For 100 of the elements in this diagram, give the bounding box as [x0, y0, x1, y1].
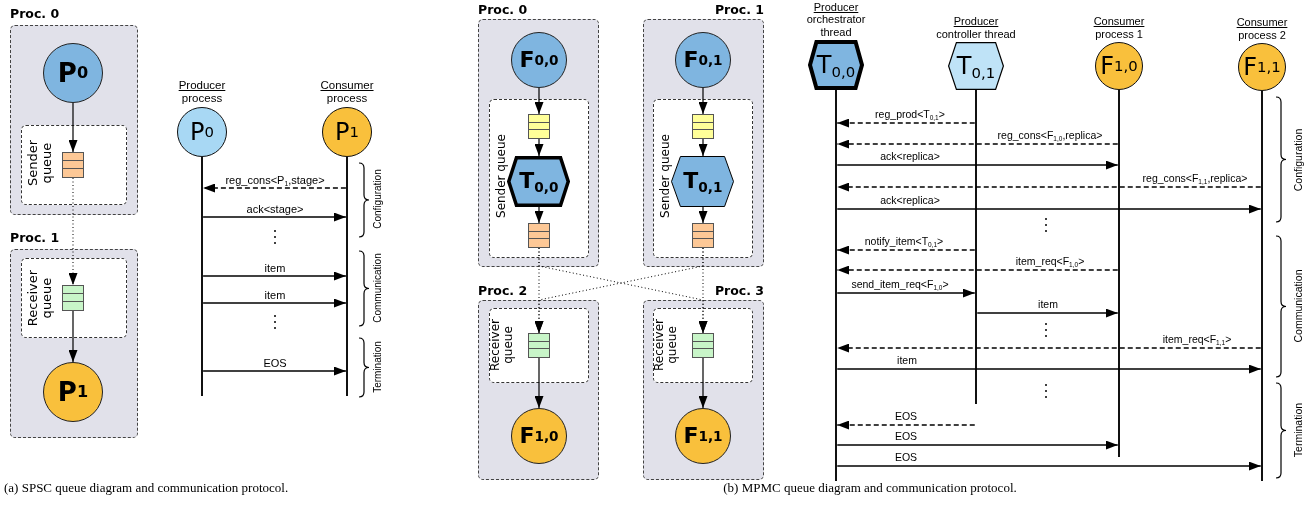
- lifeline: [1260, 91, 1264, 481]
- message-arrow: [836, 288, 976, 298]
- queue-icon: [691, 332, 714, 358]
- queue-icon: [61, 284, 84, 311]
- flow-arrow: [68, 102, 78, 153]
- message-label: item: [264, 261, 286, 274]
- queue-group: [489, 99, 589, 258]
- queue-label: Receiver queue: [489, 317, 515, 373]
- queue-label: Receiver queue: [653, 317, 679, 373]
- message-arrow: [836, 364, 1262, 374]
- message-arrow: [836, 461, 1262, 471]
- participant-heading: Consumer process 2: [1235, 16, 1289, 41]
- message-arrow: [836, 204, 1262, 214]
- participant-heading: Consumer process 1: [1092, 15, 1146, 40]
- flow-arrow: [534, 138, 544, 157]
- message-arrow: [836, 343, 1262, 353]
- message-arrow: [836, 265, 1119, 275]
- phase-label: Termination: [1293, 402, 1305, 458]
- phase-label: Communication: [1293, 269, 1305, 343]
- message-label: EOS: [263, 356, 287, 369]
- queue-icon: [527, 113, 550, 139]
- message-label: reg_cons<F$_{1,0}$,replica>: [997, 130, 1103, 142]
- queue-icon: [527, 332, 550, 358]
- queue-group: [21, 125, 127, 205]
- flow-arrow: [534, 87, 544, 115]
- queue-icon: [61, 151, 84, 178]
- thread-label: T$_{0,0}$: [519, 170, 559, 193]
- queue-label: Sender queue: [658, 132, 672, 220]
- message-arrow: [836, 118, 976, 128]
- panel-heading: Proc. 1: [714, 2, 764, 17]
- message-label: item: [1038, 299, 1058, 311]
- flow-arrow: [698, 357, 708, 409]
- message-label: ack<replica>: [880, 195, 940, 207]
- message-arrow: [836, 182, 1262, 192]
- flow-arrow: [534, 357, 544, 409]
- message-label: reg_cons<P$_{1}$,stage>: [225, 173, 325, 186]
- phase-label: Communication: [371, 253, 383, 323]
- message-arrow: [836, 160, 1119, 170]
- thread-label: T$_{0,1}$: [956, 54, 996, 78]
- message-arrow: [202, 271, 347, 281]
- message-arrow: [836, 420, 976, 430]
- lifeline: [1117, 90, 1121, 457]
- flow-arrow: [698, 87, 708, 115]
- panel-heading: Proc. 3: [714, 283, 764, 298]
- queue-group: [653, 308, 753, 383]
- queue-label: Sender queue: [26, 138, 54, 188]
- queue-icon: [527, 222, 550, 248]
- participant-heading: Producer orchestrator thread: [805, 1, 867, 38]
- figure-caption: (b) MPMC queue diagram and communication protocol.: [723, 480, 1017, 496]
- message-arrow: [202, 366, 347, 376]
- flow-arrow: [534, 206, 544, 224]
- panel-heading: Proc. 0: [10, 6, 60, 21]
- message-label: ack<replica>: [880, 151, 940, 163]
- flow-arrow: [698, 206, 708, 224]
- queue-group: [21, 258, 127, 338]
- message-arrow: [202, 183, 347, 193]
- queue-group: [653, 99, 753, 258]
- participant-heading: Producer controller thread: [935, 15, 1017, 40]
- message-label: send_item_req<F$_{1,0}$>: [851, 279, 949, 291]
- panel-heading: Proc. 0: [478, 2, 528, 17]
- message-label: reg_prod<T$_{0,1}$>: [875, 109, 945, 121]
- message-label: item_req<F$_{1,1}$>: [1162, 334, 1232, 346]
- panel-heading: Proc. 2: [478, 283, 528, 298]
- message-label: EOS: [894, 411, 918, 423]
- message-label: EOS: [894, 431, 918, 443]
- queue-icon: [691, 222, 714, 248]
- message-label: notify_item<T$_{0,1}$>: [864, 236, 944, 248]
- phase-label: Configuration: [1293, 128, 1305, 192]
- thread-label: T$_{0,0}$: [816, 53, 856, 77]
- message-label: reg_cons<F$_{1,1}$,replica>: [1142, 173, 1248, 185]
- phase-label: Configuration: [371, 169, 383, 229]
- message-label: item_req<F$_{1,0}$>: [1015, 256, 1085, 268]
- message-arrow: [202, 212, 347, 222]
- message-arrow: [836, 139, 1119, 149]
- lifeline: [200, 157, 204, 396]
- queue-label: Receiver queue: [26, 268, 54, 328]
- message-arrow: [976, 308, 1119, 318]
- dotted-arrow: [68, 177, 78, 286]
- dotted-arrow: [698, 247, 708, 334]
- flow-arrow: [68, 310, 78, 363]
- queue-label: Sender queue: [494, 132, 508, 220]
- message-arrow: [836, 245, 976, 255]
- message-arrow: [202, 298, 347, 308]
- figure-caption: (a) SPSC queue diagram and communication protocol.: [4, 480, 289, 496]
- flow-arrow: [698, 138, 708, 157]
- participant-heading: Consumer process: [319, 79, 375, 105]
- panel-heading: Proc. 1: [10, 230, 60, 245]
- lifeline: [834, 90, 838, 481]
- message-arrow: [836, 440, 1119, 450]
- queue-icon: [691, 113, 714, 139]
- queue-group: [489, 308, 589, 383]
- participant-heading: Producer process: [177, 79, 227, 105]
- message-label: item: [897, 355, 917, 367]
- message-label: item: [264, 288, 286, 301]
- phase-label: Termination: [371, 341, 383, 393]
- thread-label: T$_{0,1}$: [683, 170, 723, 193]
- lifeline: [974, 90, 978, 404]
- lifeline: [345, 157, 349, 396]
- message-label: ack<stage>: [246, 202, 304, 215]
- message-label: EOS: [894, 452, 918, 464]
